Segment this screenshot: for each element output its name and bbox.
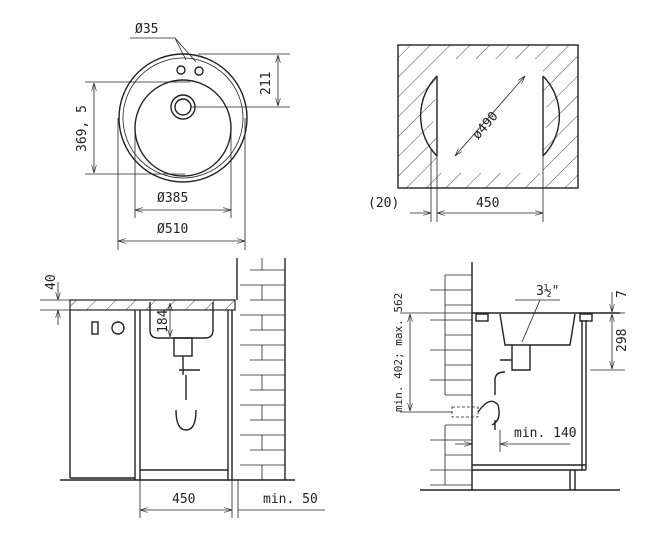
rim-height-label: 7 (615, 290, 630, 298)
bowl-diameter-label: Ø385 (157, 191, 188, 206)
appliance-control (91, 321, 99, 335)
dim-diameter-extension (117, 118, 246, 250)
brick-wall-left (236, 258, 286, 480)
dim-outlet-extension (400, 312, 472, 413)
cutout-cabinet-width-label: 450 (476, 196, 499, 211)
sink-rim-inner-edge (122, 57, 244, 179)
drain-size-label: 3½" (536, 284, 559, 299)
tap-hole (176, 65, 186, 75)
appliance-knob (111, 321, 125, 335)
tap-hole-leader (130, 37, 197, 63)
cutout-view: ø490 450 (20) (368, 44, 579, 222)
side-cabinet-width-label: 450 (172, 492, 195, 507)
outlet-height-label: min. 402; max. 562 (392, 293, 405, 412)
dim-490-line (455, 76, 525, 156)
dim-298-extension (590, 312, 625, 371)
drain-and-pipe (494, 345, 531, 395)
worktop-outline (397, 44, 579, 189)
tap-hole-diameter-label: Ø35 (135, 22, 158, 37)
cabinets (69, 310, 233, 480)
brick-wall-right (430, 262, 473, 490)
drain-offset-label: 211 (259, 72, 274, 95)
worktop-section (69, 299, 236, 311)
sink-bowl-profile (499, 313, 576, 346)
cabinet-sides (436, 76, 544, 156)
wall-outlet (451, 406, 479, 418)
drain-size-leader (515, 299, 560, 343)
siphon (175, 356, 200, 431)
dim-211-extension (190, 53, 290, 108)
side-view-profile: 3½" 7 298 min. 402; max. 562 min. 140 (392, 262, 630, 491)
overflow-hole (194, 66, 204, 76)
bowl-depth-label: 369, 5 (75, 105, 90, 152)
wall-gap-label: min. 50 (263, 492, 318, 507)
cabinet-profile (472, 320, 587, 490)
outer-diameter-label: Ø510 (157, 222, 188, 237)
trap-bend (477, 400, 500, 430)
dim-40-extension (40, 299, 70, 311)
trap-distance-label: min. 140 (514, 426, 577, 441)
sink-top-view: Ø35 211 369, 5 Ø385 Ø510 (75, 22, 290, 250)
drain-fitting (173, 337, 193, 357)
edge-offset-label: (20) (368, 196, 399, 211)
cutout-circle (419, 75, 561, 157)
drain-inner (174, 98, 192, 116)
bracket-left (475, 313, 489, 322)
bowl-height-label: 184 (156, 309, 171, 333)
bowl-depth-side-label: 298 (615, 329, 630, 352)
side-view-front: 184 40 450 min. 50 (40, 258, 325, 518)
bracket-right (579, 313, 593, 322)
worktop-thickness-label: 40 (44, 274, 59, 290)
dim-369-extension (85, 81, 190, 175)
